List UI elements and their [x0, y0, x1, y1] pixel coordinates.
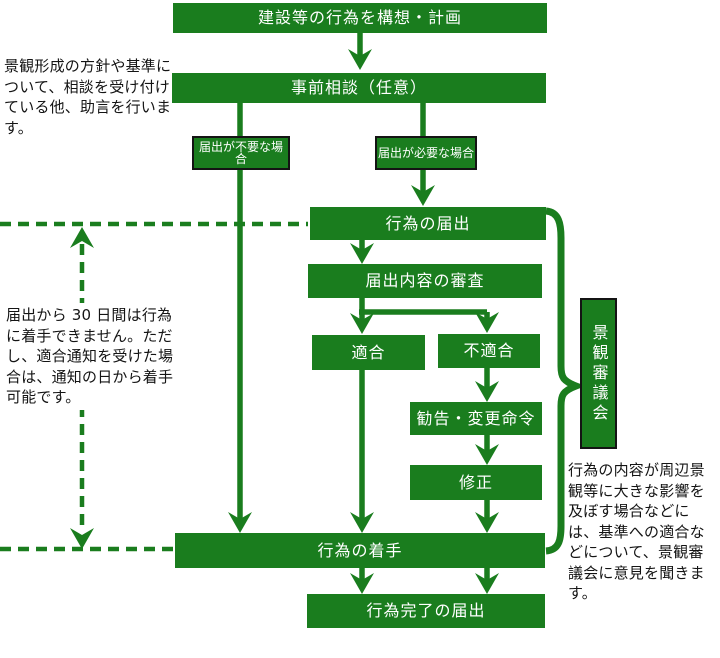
arrowhead-down	[475, 381, 499, 402]
arrowhead-down	[70, 528, 94, 549]
arrowhead-down	[475, 512, 499, 533]
note-thirty-days: 届出から 30 日間は行為に着手できません。ただし、適合通知を受けた場合は、通知…	[6, 303, 176, 410]
arrowhead-down	[350, 243, 374, 264]
flow-box-conform: 適合	[312, 335, 425, 370]
flow-box-council: 景観審議会	[580, 298, 617, 449]
flow-label-no-notify: 届出が不要な場合	[192, 136, 290, 170]
flow-box-consult: 事前相談（任意）	[172, 73, 546, 103]
arrowhead-down	[350, 512, 374, 533]
arrowhead-down	[350, 313, 374, 334]
arrowhead-up	[70, 227, 94, 248]
flow-label-notify-needed: 届出が必要な場合	[375, 136, 477, 170]
arrowhead-down	[228, 512, 252, 533]
note-council: 行為の内容が周辺景観等に大きな影響を及ぼす場合などには、基準への適合などについて…	[568, 461, 705, 602]
arrowhead-down	[411, 185, 435, 206]
arrowhead-down	[475, 573, 499, 594]
flow-box-nonconform: 不適合	[438, 334, 540, 368]
note-advice: 景観形成の方針や基準について、相談を受け付けている他、助言を行います。	[4, 57, 172, 137]
flow-box-complete: 行為完了の届出	[307, 594, 545, 628]
flow-box-notify: 行為の届出	[310, 207, 546, 240]
council-brace	[545, 207, 586, 555]
flow-box-revise: 修正	[410, 465, 542, 500]
arrowhead-down	[475, 312, 499, 333]
flow-box-order: 勧告・変更命令	[410, 402, 542, 435]
arrowhead-down	[475, 444, 499, 465]
flow-box-review: 届出内容の審査	[308, 264, 542, 298]
flow-box-plan: 建設等の行為を構想・計画	[173, 3, 547, 33]
arrowhead-down	[350, 573, 374, 594]
flow-box-start: 行為の着手	[175, 533, 545, 568]
arrowhead-down	[348, 49, 372, 70]
